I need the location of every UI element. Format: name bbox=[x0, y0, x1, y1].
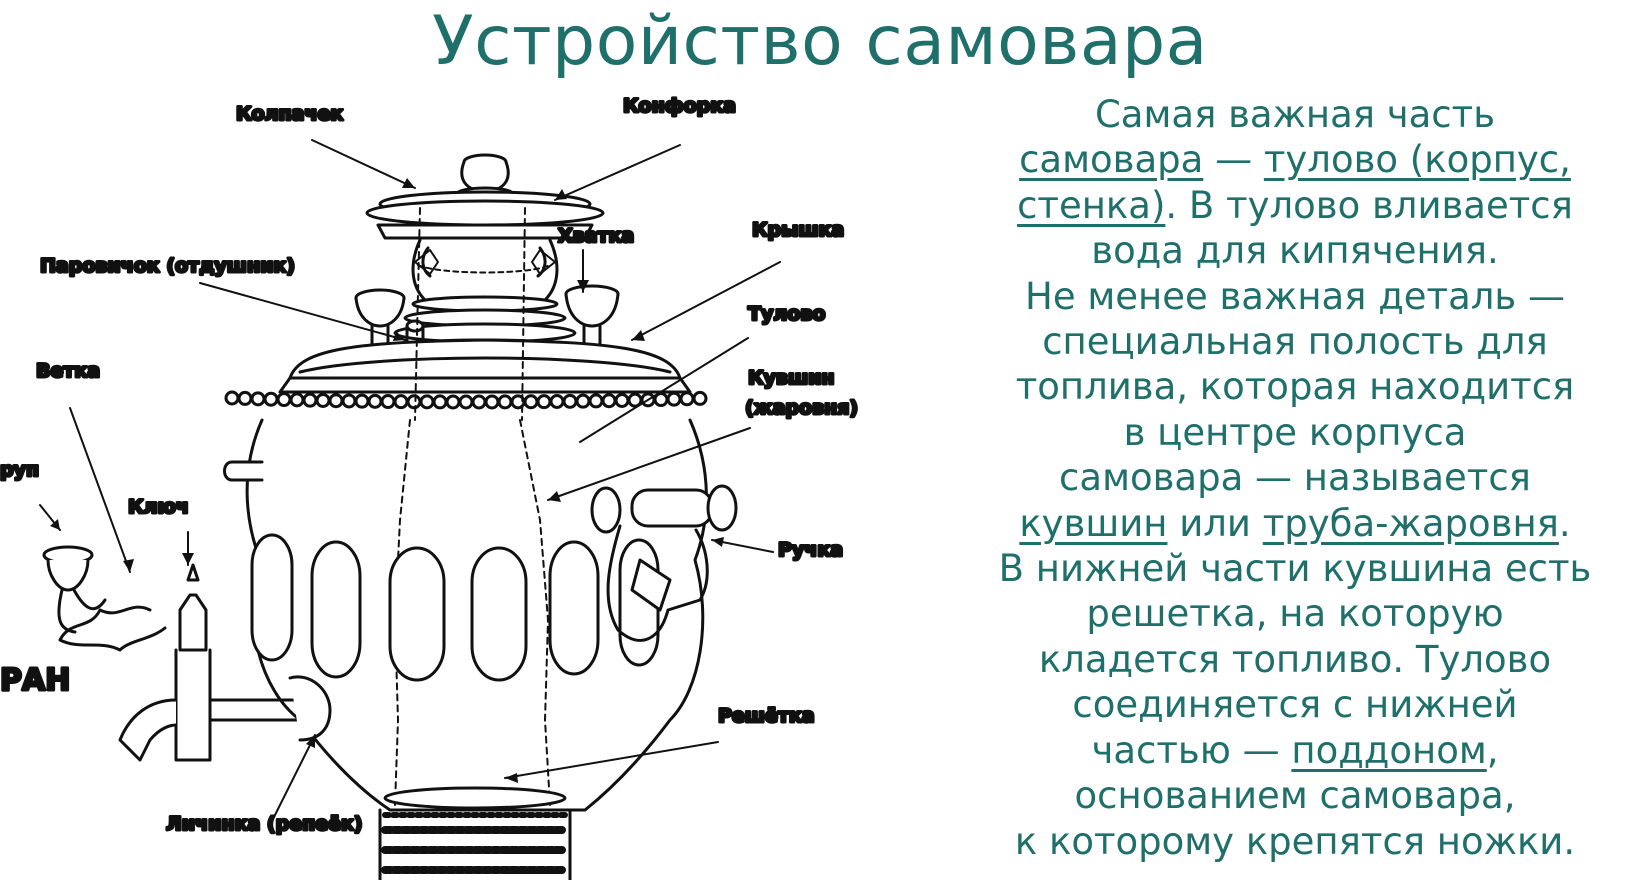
text-line: частью — поддоном, bbox=[1091, 728, 1499, 772]
text-line: вода для кипячения. bbox=[1091, 229, 1499, 273]
label-shurup: руп bbox=[0, 459, 39, 481]
left-handle-stub bbox=[223, 460, 264, 482]
bead bbox=[315, 392, 331, 408]
bead bbox=[562, 393, 578, 409]
bead bbox=[393, 394, 409, 410]
label-kran: РАН bbox=[0, 663, 70, 698]
text-line: самовара — тулово (корпус, bbox=[1019, 138, 1571, 182]
bead bbox=[679, 391, 695, 407]
label-vetka: Ветка bbox=[36, 360, 100, 382]
bead bbox=[380, 394, 396, 410]
bead bbox=[419, 394, 435, 410]
bead bbox=[250, 391, 266, 407]
text-line: В нижней части кувшина есть bbox=[998, 547, 1592, 591]
arrow-heads bbox=[50, 178, 724, 783]
bead bbox=[224, 390, 240, 406]
bead bbox=[237, 390, 253, 406]
label-tulovo: Тулово bbox=[748, 303, 825, 325]
steam-vent bbox=[354, 288, 425, 354]
bead bbox=[432, 394, 448, 410]
label-lichinka: Личинка (репеёк) bbox=[166, 813, 363, 835]
label-kuvshin: Кувшин bbox=[748, 367, 835, 389]
bead bbox=[614, 392, 630, 408]
bead bbox=[458, 394, 474, 410]
link-tulovo[interactable]: тулово (корпус, bbox=[1263, 138, 1571, 182]
text-line: кувшин или труба-жаровня. bbox=[1019, 501, 1571, 545]
konforka-crown bbox=[365, 190, 605, 302]
bead bbox=[575, 393, 591, 409]
page-title: Устройство самовара bbox=[432, 2, 1208, 81]
link-samovar[interactable]: самовара bbox=[1019, 138, 1204, 182]
text-line: самовара — называется bbox=[1059, 456, 1531, 500]
bead bbox=[484, 394, 500, 410]
bead bbox=[497, 394, 513, 410]
text-line: в центре корпуса bbox=[1123, 410, 1467, 454]
handle-ruchka bbox=[590, 484, 738, 642]
bead bbox=[549, 393, 565, 409]
bead bbox=[471, 394, 487, 410]
handle-knob-right bbox=[564, 284, 620, 352]
text-line: кладется топливо. Тулово bbox=[1038, 637, 1552, 681]
faucet-kran bbox=[42, 545, 332, 762]
base-grate bbox=[378, 786, 572, 880]
bead bbox=[523, 394, 539, 410]
text-line: топлива, которая находится bbox=[1015, 365, 1575, 409]
text-line: решетка, на которую bbox=[1086, 592, 1504, 636]
bead bbox=[406, 394, 422, 410]
bead bbox=[289, 392, 305, 408]
label-klyuch: Ключ bbox=[128, 496, 189, 518]
text-line: основанием самовара, bbox=[1074, 774, 1516, 818]
link-truba-zharovnya[interactable]: труба-жаровня bbox=[1262, 501, 1559, 545]
label-ruchka: Ручка bbox=[778, 539, 843, 561]
text-line: Самая важная часть bbox=[1094, 93, 1496, 136]
bead bbox=[588, 393, 604, 409]
text-line: соединяется с нижней bbox=[1072, 683, 1518, 727]
leader-lines bbox=[39, 139, 781, 826]
bead bbox=[445, 394, 461, 410]
text-line: к которому крепятся ножки. bbox=[1014, 819, 1576, 863]
label-kryshka: Крышка bbox=[752, 219, 844, 241]
bead bbox=[367, 393, 383, 409]
link-kuvshin[interactable]: кувшин bbox=[1019, 501, 1168, 545]
bead bbox=[692, 390, 708, 406]
label-khvatka: Хватка bbox=[558, 225, 634, 247]
label-kolpachek: Колпачек bbox=[236, 103, 343, 125]
label-parovichok: Паровичок (отдушник) bbox=[40, 255, 295, 277]
bead bbox=[601, 393, 617, 409]
text-line: специальная полость для bbox=[1042, 320, 1548, 364]
bead-ring bbox=[224, 390, 708, 410]
description-text: Самая важная часть самовара — тулово (ко… bbox=[955, 92, 1635, 864]
bead bbox=[354, 393, 370, 409]
text-line: стенка). В тулово вливается bbox=[1017, 183, 1573, 227]
bead bbox=[263, 391, 279, 407]
label-reshetka: Решётка bbox=[718, 705, 815, 727]
samovar-diagram: Колпачек Конфорка Хватка Крышка Паровичо… bbox=[0, 94, 860, 880]
bead bbox=[276, 392, 292, 408]
link-stenka[interactable]: стенка) bbox=[1017, 183, 1166, 227]
bead bbox=[341, 393, 357, 409]
link-poddon[interactable]: поддоном bbox=[1291, 728, 1487, 772]
bead bbox=[302, 392, 318, 408]
label-konforka: Конфорка bbox=[623, 95, 736, 117]
label-kuvshin-zharovnya: (жаровня) bbox=[745, 397, 858, 419]
bead bbox=[328, 393, 344, 409]
lid bbox=[278, 338, 692, 394]
bead bbox=[536, 394, 552, 410]
text-line: Не менее важная деталь — bbox=[1025, 274, 1565, 318]
bead bbox=[666, 391, 682, 407]
